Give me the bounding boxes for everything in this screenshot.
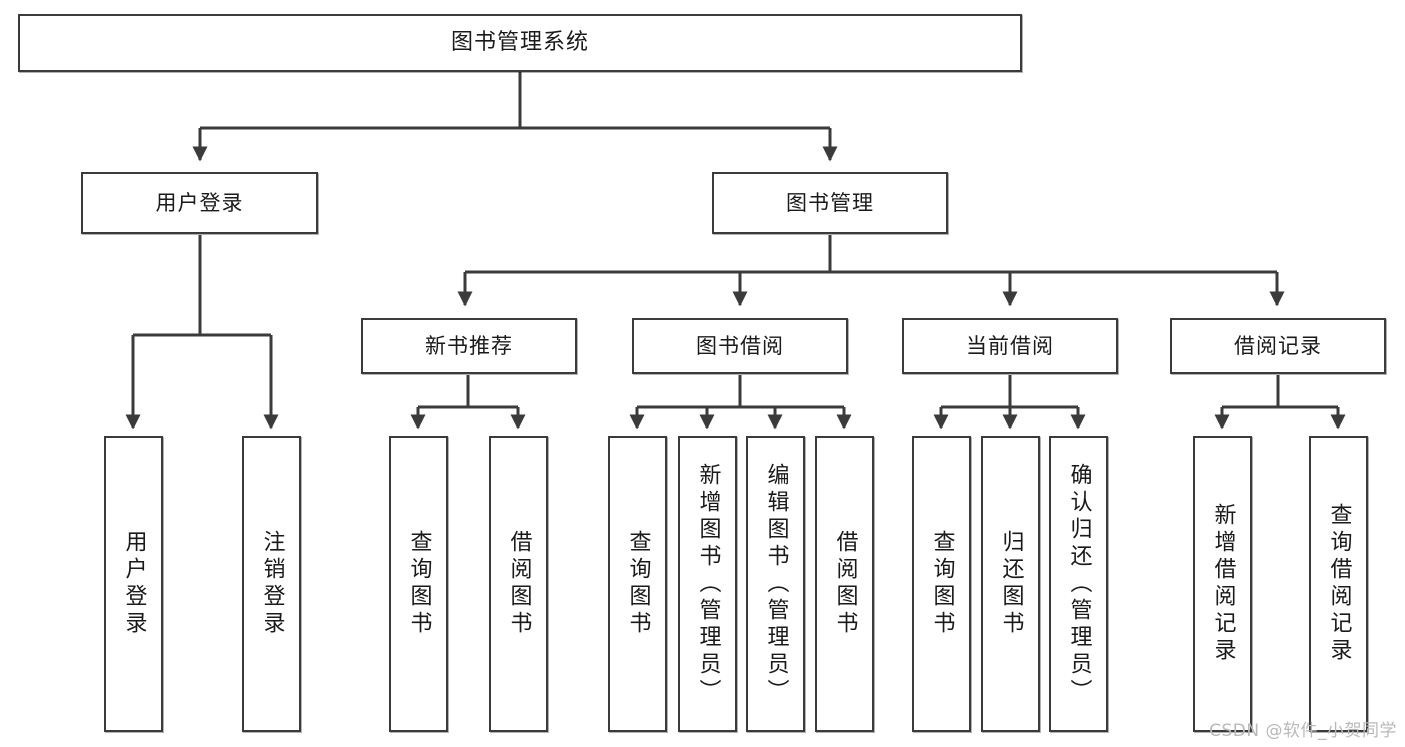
node-label: 新增借阅记录: [1210, 503, 1236, 665]
node-root-book-management-system[interactable]: 图书管理系统: [18, 14, 1022, 72]
node-label: 查询图书: [625, 530, 651, 638]
node-label: 新增图书（管理员）: [695, 462, 721, 706]
leaf-current-borrow-query-book[interactable]: 查询图书: [912, 436, 971, 732]
node-label: 当前借阅: [966, 333, 1054, 358]
node-label: 借阅图书: [506, 530, 532, 638]
node-label: 借阅记录: [1234, 333, 1322, 358]
node-book-borrow[interactable]: 图书借阅: [632, 318, 848, 374]
leaf-book-borrow-add-book-admin[interactable]: 新增图书（管理员）: [678, 436, 737, 732]
node-label: 图书管理: [786, 190, 874, 215]
node-label: 查询图书: [929, 530, 955, 638]
node-book-management[interactable]: 图书管理: [712, 172, 948, 234]
leaf-book-borrow-query-book[interactable]: 查询图书: [608, 436, 667, 732]
leaf-borrow-record-add-record[interactable]: 新增借阅记录: [1193, 436, 1252, 732]
node-label: 注销登录: [259, 530, 285, 638]
leaf-book-borrow-edit-book-admin[interactable]: 编辑图书（管理员）: [746, 436, 805, 732]
node-label: 确认归还（管理员）: [1066, 462, 1092, 706]
node-label: 查询借阅记录: [1326, 503, 1352, 665]
leaf-current-borrow-return-book[interactable]: 归还图书: [981, 436, 1040, 732]
node-label: 用户登录: [121, 530, 147, 638]
leaf-current-borrow-confirm-return-admin[interactable]: 确认归还（管理员）: [1049, 436, 1108, 732]
node-label: 编辑图书（管理员）: [763, 462, 789, 706]
node-borrow-record[interactable]: 借阅记录: [1170, 318, 1386, 374]
leaf-new-book-borrow-book[interactable]: 借阅图书: [489, 436, 548, 732]
node-label: 用户登录: [155, 190, 244, 215]
node-user-login[interactable]: 用户登录: [81, 172, 318, 234]
node-label: 归还图书: [998, 530, 1024, 638]
node-label: 查询图书: [406, 530, 432, 638]
node-label: 图书管理系统: [450, 30, 589, 56]
leaf-book-borrow-borrow-book[interactable]: 借阅图书: [815, 436, 874, 732]
leaf-new-book-query-book[interactable]: 查询图书: [389, 436, 448, 732]
node-label: 借阅图书: [832, 530, 858, 638]
node-label: 新书推荐: [425, 333, 513, 358]
leaf-borrow-record-query-record[interactable]: 查询借阅记录: [1309, 436, 1368, 732]
node-label: 图书借阅: [696, 333, 784, 358]
leaf-user-login-login[interactable]: 用户登录: [104, 436, 163, 732]
node-current-borrow[interactable]: 当前借阅: [902, 318, 1118, 374]
leaf-user-login-logout[interactable]: 注销登录: [242, 436, 301, 732]
watermark: CSDN @软件_小贺同学: [1209, 721, 1397, 741]
node-new-book-recommend[interactable]: 新书推荐: [361, 318, 577, 374]
